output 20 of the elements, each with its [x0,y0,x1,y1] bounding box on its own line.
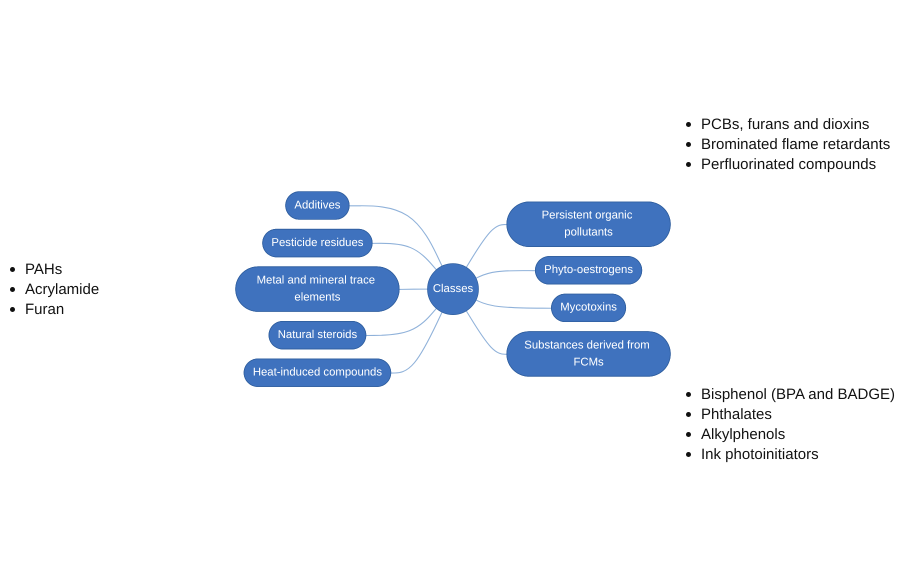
connector [350,206,443,267]
connector [476,270,536,280]
bullet-item: Brominated flame retardants [701,136,890,154]
connector [366,308,437,336]
connector [466,310,508,356]
bullet-item: Ink photoinitiators [701,446,819,463]
bullet-item: PAHs [25,261,62,278]
connector [400,288,428,290]
connector [372,243,437,271]
bullet-item: PCBs, furans and dioxins [701,116,870,134]
node-circle: Classes [427,264,479,316]
connector [476,300,552,310]
bullet-item: Alkylphenols [701,426,786,443]
bullet-item: Furan [25,301,64,318]
connector [466,224,508,268]
bullet-item: Acrylamide [25,281,100,298]
bullet-item: Bisphenol (BPA and BADGE) [701,386,895,403]
connector [391,312,443,374]
bullet-item: Perfluorinated compounds [701,156,876,174]
bullet-item: Phthalates [701,406,772,423]
